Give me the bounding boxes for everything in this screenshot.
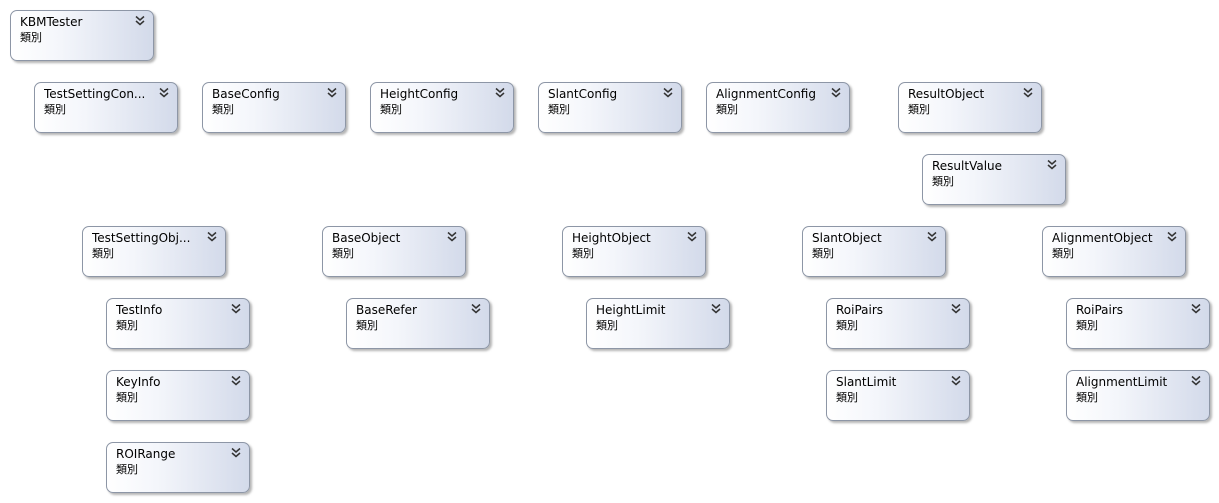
- class-kind-label: 類別: [116, 463, 138, 476]
- class-name: BaseObject: [332, 231, 401, 245]
- class-shape-alignmentconfig[interactable]: AlignmentConfig 類別: [706, 82, 850, 133]
- class-shape-baseobject[interactable]: BaseObject 類別: [322, 226, 466, 277]
- class-shape-testsettingconfig[interactable]: TestSettingCon... 類別: [34, 82, 178, 133]
- class-name: SlantObject: [812, 231, 882, 245]
- class-name: SlantLimit: [836, 375, 897, 389]
- class-shape-kbmtester[interactable]: KBMTester 類別: [10, 10, 154, 61]
- class-kind-label: 類別: [44, 103, 66, 116]
- double-chevron-down-icon[interactable]: [1166, 231, 1178, 243]
- class-kind-label: 類別: [1052, 247, 1074, 260]
- class-name: ResultObject: [908, 87, 985, 101]
- class-kind-label: 類別: [332, 247, 354, 260]
- double-chevron-down-icon[interactable]: [662, 87, 674, 99]
- class-name: AlignmentObject: [1052, 231, 1153, 245]
- class-kind-label: 類別: [356, 319, 378, 332]
- class-shape-baserefer[interactable]: BaseRefer 類別: [346, 298, 490, 349]
- double-chevron-down-icon[interactable]: [326, 87, 338, 99]
- class-name: RoiPairs: [836, 303, 884, 317]
- class-shape-heightlimit[interactable]: HeightLimit 類別: [586, 298, 730, 349]
- class-kind-label: 類別: [836, 391, 858, 404]
- class-shape-baseconfig[interactable]: BaseConfig 類別: [202, 82, 346, 133]
- double-chevron-down-icon[interactable]: [926, 231, 938, 243]
- class-kind-label: 類別: [932, 175, 954, 188]
- double-chevron-down-icon[interactable]: [230, 447, 242, 459]
- class-kind-label: 類別: [572, 247, 594, 260]
- double-chevron-down-icon[interactable]: [230, 303, 242, 315]
- class-kind-label: 類別: [92, 247, 114, 260]
- class-kind-label: 類別: [812, 247, 834, 260]
- class-shape-alignmentobject[interactable]: AlignmentObject 類別: [1042, 226, 1186, 277]
- class-kind-label: 類別: [20, 31, 42, 44]
- double-chevron-down-icon[interactable]: [230, 375, 242, 387]
- double-chevron-down-icon[interactable]: [1022, 87, 1034, 99]
- class-kind-label: 類別: [1076, 319, 1098, 332]
- class-shape-slantlimit[interactable]: SlantLimit 類別: [826, 370, 970, 421]
- double-chevron-down-icon[interactable]: [710, 303, 722, 315]
- double-chevron-down-icon[interactable]: [494, 87, 506, 99]
- class-kind-label: 類別: [116, 319, 138, 332]
- double-chevron-down-icon[interactable]: [950, 375, 962, 387]
- class-kind-label: 類別: [596, 319, 618, 332]
- class-name: BaseRefer: [356, 303, 417, 317]
- class-name: AlignmentConfig: [716, 87, 816, 101]
- double-chevron-down-icon[interactable]: [686, 231, 698, 243]
- class-shape-alignmentlimit[interactable]: AlignmentLimit 類別: [1066, 370, 1210, 421]
- double-chevron-down-icon[interactable]: [1190, 375, 1202, 387]
- double-chevron-down-icon[interactable]: [830, 87, 842, 99]
- class-kind-label: 類別: [212, 103, 234, 116]
- class-kind-label: 類別: [1076, 391, 1098, 404]
- class-name: KBMTester: [20, 15, 83, 29]
- double-chevron-down-icon[interactable]: [470, 303, 482, 315]
- class-name: TestSettingObj...: [92, 231, 191, 245]
- class-name: AlignmentLimit: [1076, 375, 1168, 389]
- class-name: ROIRange: [116, 447, 176, 461]
- class-name: TestInfo: [116, 303, 163, 317]
- class-name: SlantConfig: [548, 87, 618, 101]
- class-kind-label: 類別: [836, 319, 858, 332]
- class-shape-resultvalue[interactable]: ResultValue 類別: [922, 154, 1066, 205]
- double-chevron-down-icon[interactable]: [158, 87, 170, 99]
- class-name: ResultValue: [932, 159, 1003, 173]
- class-shape-slantobject[interactable]: SlantObject 類別: [802, 226, 946, 277]
- class-name: TestSettingCon...: [44, 87, 146, 101]
- double-chevron-down-icon[interactable]: [134, 15, 146, 27]
- class-shape-roirange[interactable]: ROIRange 類別: [106, 442, 250, 493]
- class-shape-roipairs-slant[interactable]: RoiPairs 類別: [826, 298, 970, 349]
- class-name: HeightLimit: [596, 303, 666, 317]
- class-shape-heightobject[interactable]: HeightObject 類別: [562, 226, 706, 277]
- class-kind-label: 類別: [380, 103, 402, 116]
- class-shape-heightconfig[interactable]: HeightConfig 類別: [370, 82, 514, 133]
- class-name: HeightObject: [572, 231, 651, 245]
- class-kind-label: 類別: [716, 103, 738, 116]
- class-kind-label: 類別: [548, 103, 570, 116]
- class-kind-label: 類別: [116, 391, 138, 404]
- class-shape-keyinfo[interactable]: KeyInfo 類別: [106, 370, 250, 421]
- class-name: RoiPairs: [1076, 303, 1124, 317]
- double-chevron-down-icon[interactable]: [206, 231, 218, 243]
- double-chevron-down-icon[interactable]: [1190, 303, 1202, 315]
- class-shape-testsettingobject[interactable]: TestSettingObj... 類別: [82, 226, 226, 277]
- double-chevron-down-icon[interactable]: [1046, 159, 1058, 171]
- double-chevron-down-icon[interactable]: [446, 231, 458, 243]
- class-name: KeyInfo: [116, 375, 161, 389]
- class-shape-roipairs-alignment[interactable]: RoiPairs 類別: [1066, 298, 1210, 349]
- class-kind-label: 類別: [908, 103, 930, 116]
- class-shape-slantconfig[interactable]: SlantConfig 類別: [538, 82, 682, 133]
- class-name: BaseConfig: [212, 87, 280, 101]
- class-name: HeightConfig: [380, 87, 459, 101]
- class-shape-testinfo[interactable]: TestInfo 類別: [106, 298, 250, 349]
- class-shape-resultobject[interactable]: ResultObject 類別: [898, 82, 1042, 133]
- double-chevron-down-icon[interactable]: [950, 303, 962, 315]
